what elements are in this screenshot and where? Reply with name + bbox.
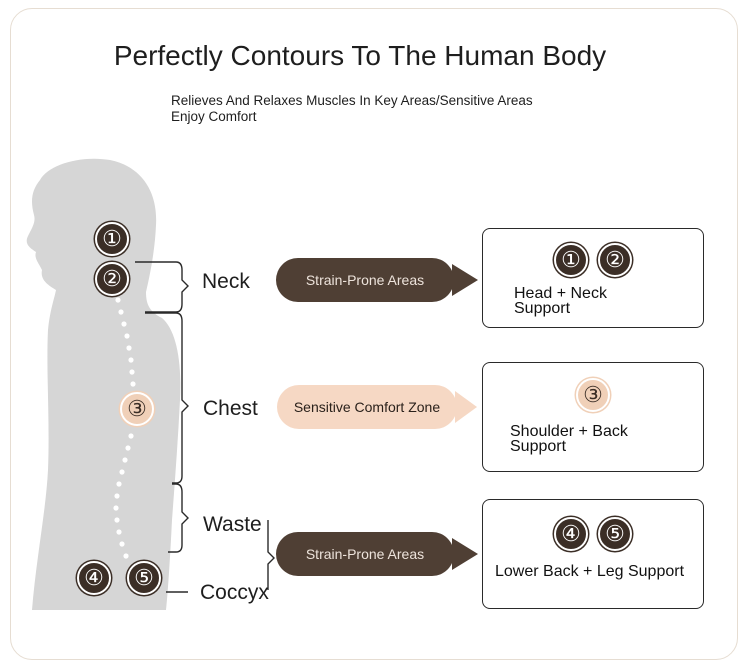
spine-dots: [113, 297, 136, 559]
arrow-label: Strain-Prone Areas: [276, 532, 454, 576]
page-title: Perfectly Contours To The Human Body: [113, 40, 607, 71]
subtitle-line-2: Enjoy Comfort: [171, 109, 257, 124]
support-card-lower-back-leg: ④ ⑤ Lower Back + Leg Support: [482, 499, 704, 609]
region-coccyx: Coccyx: [200, 581, 269, 604]
arrow-label: Sensitive Comfort Zone: [277, 385, 457, 429]
arrow-strain-prone-1: Strain-Prone Areas: [276, 258, 480, 302]
region-waste: Waste: [203, 513, 262, 536]
arrow-head: [455, 391, 477, 423]
arrow-head: [452, 538, 478, 570]
body-point-3: ③: [120, 392, 154, 426]
bracket-neck: [135, 261, 189, 313]
card-point-1: ①: [554, 243, 588, 277]
card-point-2: ②: [598, 243, 632, 277]
arrow-sensitive-comfort: Sensitive Comfort Zone: [277, 385, 477, 429]
card-label: Lower Back + Leg Support: [495, 563, 685, 580]
body-point-1: ①: [95, 222, 129, 256]
support-card-head-neck: ① ② Head + Neck Support: [482, 228, 704, 328]
arrow-label: Strain-Prone Areas: [276, 258, 454, 302]
region-brackets: [135, 261, 275, 593]
region-chest: Chest: [203, 397, 258, 420]
card-number-row: ① ②: [483, 243, 703, 277]
card-point-3: ③: [576, 378, 610, 412]
card-number-row: ③: [483, 378, 703, 412]
arrow-strain-prone-2: Strain-Prone Areas: [276, 532, 480, 576]
card-frame: [10, 8, 738, 660]
card-label: Shoulder + Back Support: [510, 423, 628, 455]
subtitle: Relieves And Relaxes Muscles In Key Area…: [171, 93, 533, 125]
card-number-row: ④ ⑤: [483, 517, 703, 551]
region-neck: Neck: [202, 270, 250, 293]
bracket-chest: [145, 312, 189, 484]
card-label: Head + Neck Support: [514, 285, 607, 317]
subtitle-line-1: Relieves And Relaxes Muscles In Key Area…: [171, 93, 533, 108]
human-silhouette: [26, 158, 181, 611]
body-point-5: ⑤: [127, 561, 161, 595]
body-point-4: ④: [77, 561, 111, 595]
support-card-shoulder-back: ③ Shoulder + Back Support: [482, 362, 704, 472]
card-point-5: ⑤: [598, 517, 632, 551]
bracket-waste-coccyx: [267, 520, 275, 590]
body-point-2: ②: [95, 262, 129, 296]
card-point-4: ④: [554, 517, 588, 551]
bracket-waste: [168, 483, 189, 553]
arrow-head: [452, 264, 478, 296]
